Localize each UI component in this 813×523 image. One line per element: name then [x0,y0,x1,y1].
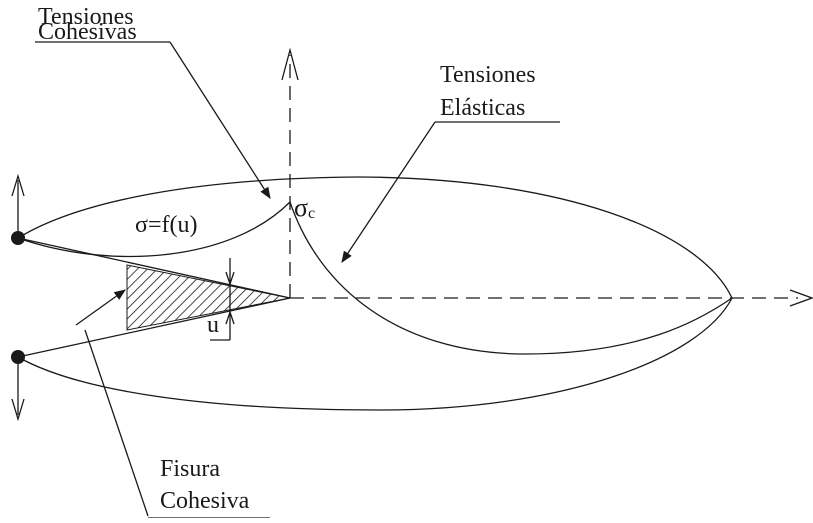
sigma-c-subscript: c [308,205,315,222]
vertical-axis-arrowhead [281,47,299,81]
sigma-c-symbol: σ [294,193,308,222]
tensiones-cohesivas-line1: Tensiones [38,4,134,30]
tensiones-cohesivas-line2: Cohesivas [38,19,137,45]
bottom-load-point [11,350,25,364]
cohesive-law-label: σ=f(u) [135,212,197,238]
top-load-arrowhead [11,173,25,197]
elasticas-leader-line [341,121,436,263]
fisura-cohesiva-line1: Fisura [160,456,220,482]
fisura-arrow-line [75,289,126,326]
cohesivas-leader-line [169,41,271,199]
opening-dimension-arrow-bottom [225,309,235,325]
opening-dimension-arrow-top [225,271,235,287]
fisura-leader-line [84,329,149,517]
crack-upper-face [17,237,291,299]
tensiones-elasticas-line1: Tensiones [440,62,536,88]
tensiones-elasticas-line2: Elásticas [440,95,525,121]
sigma-c-label: σc [294,193,315,222]
cohesive-zone-hatch [126,264,291,331]
bottom-load-arrowhead [11,398,25,422]
top-load-point [11,231,25,245]
cohesive-stress-curve [17,201,291,258]
crack-lower-face [17,297,291,358]
elastic-stress-curve [289,201,733,355]
horizontal-axis-arrowhead [789,289,813,307]
opening-u-label: u [207,312,219,338]
fisura-cohesiva-line2: Cohesiva [160,488,250,514]
